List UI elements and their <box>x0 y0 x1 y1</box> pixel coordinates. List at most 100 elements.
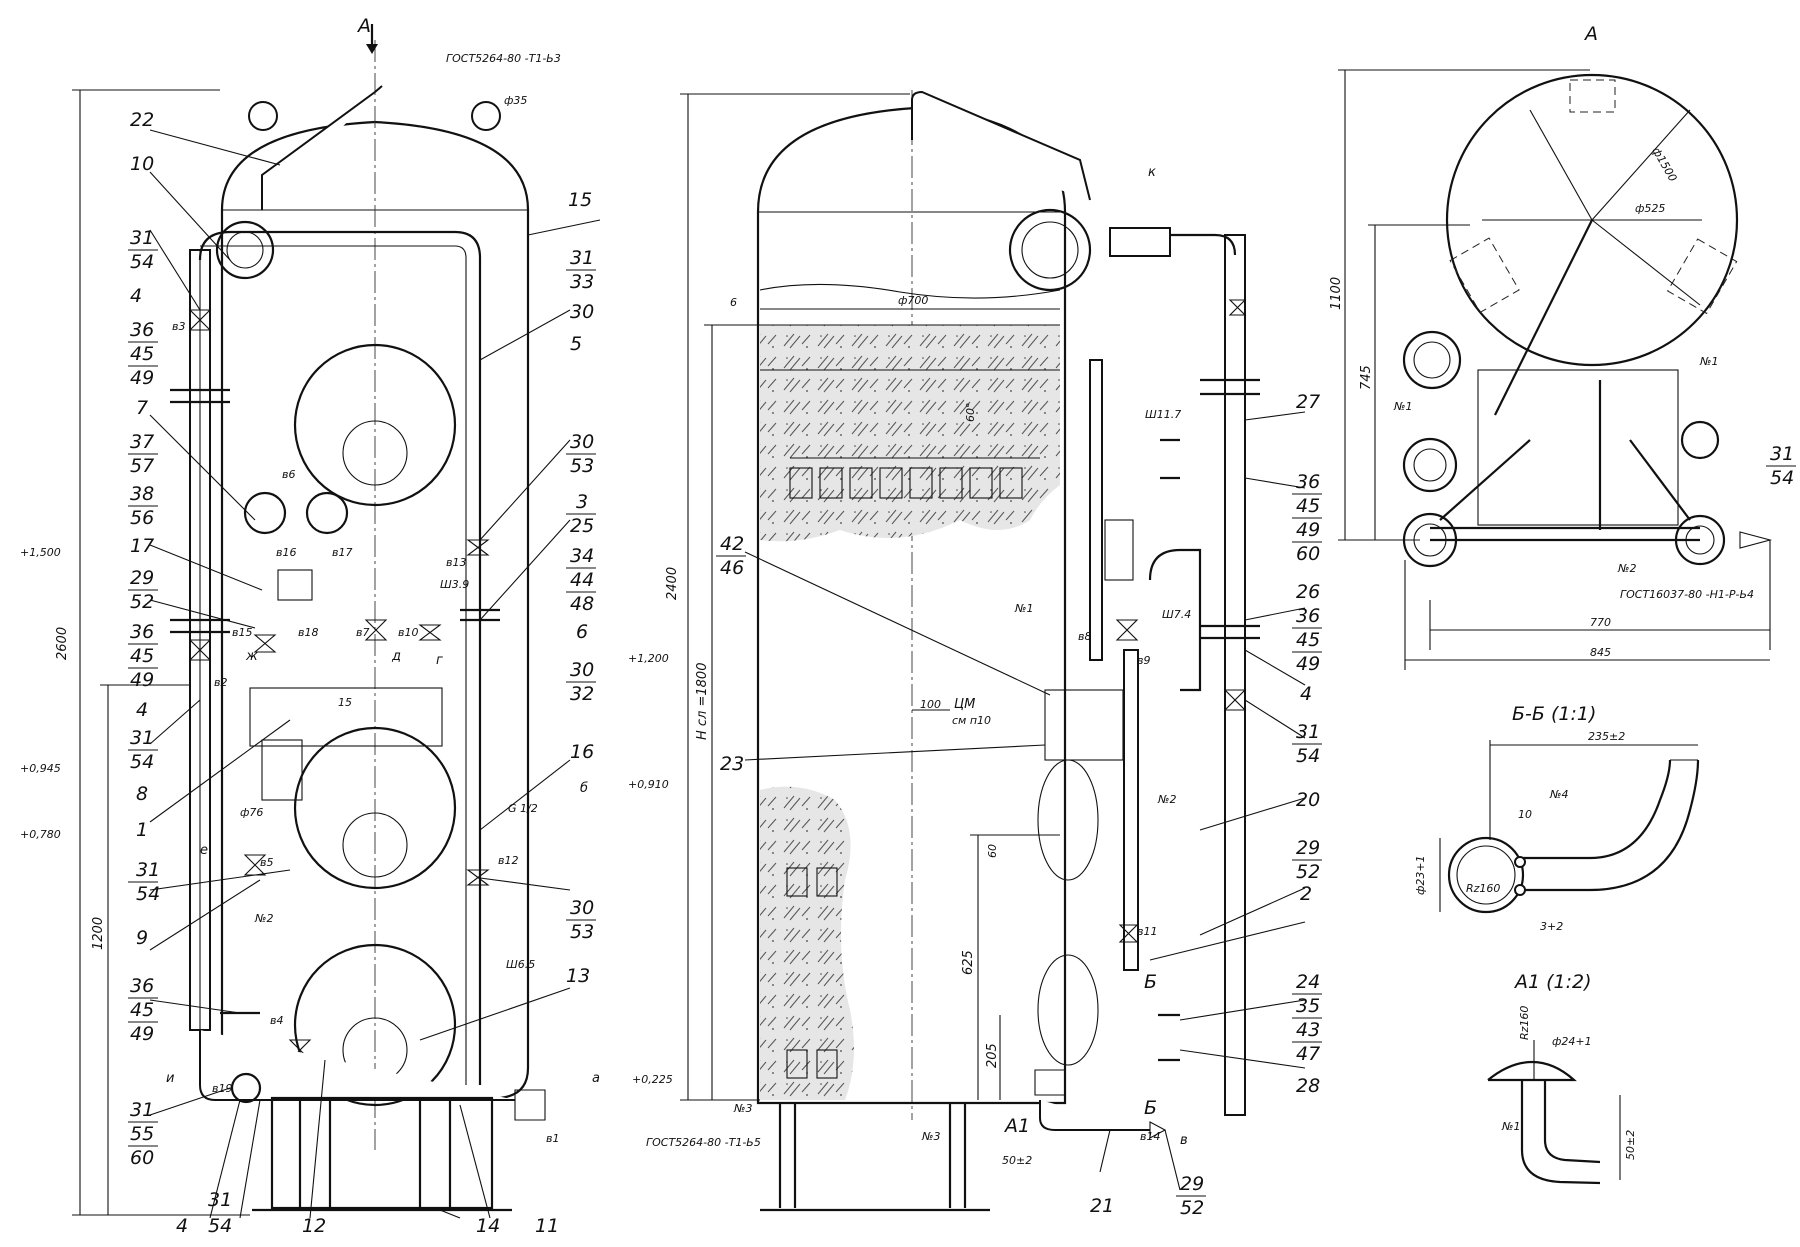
pos: 4 <box>1300 683 1312 705</box>
section-letter: и <box>166 1071 174 1086</box>
pos: 54 <box>136 883 160 905</box>
weld-mark: №4 <box>1549 788 1568 801</box>
pos: 36 <box>130 975 154 997</box>
dim-60deg: 60° <box>964 403 977 423</box>
pos: 49 <box>130 1023 154 1045</box>
pos: 36 <box>130 621 154 643</box>
pos: 25 <box>570 515 594 537</box>
pos: 43 <box>1296 1019 1320 1041</box>
section-letter: г <box>436 653 443 668</box>
dim-f700: ф700 <box>898 294 928 307</box>
pos: 4 <box>136 699 148 721</box>
pos: 38 <box>130 483 154 505</box>
dim-6: 6 <box>730 296 737 309</box>
level-mark: +0,945 <box>20 762 61 775</box>
weld-mark: №3 <box>921 1130 940 1143</box>
gost-label-2: ГОСТ5264-80 -Т1-Ь5 <box>646 1136 761 1149</box>
dim-rz160: Rz160 <box>1466 882 1500 895</box>
pos: 45 <box>1296 629 1320 651</box>
pos: 22 <box>130 109 154 131</box>
pos: 54 <box>1296 745 1320 767</box>
pos: 60 <box>130 1147 154 1169</box>
pos: 24 <box>1296 971 1320 993</box>
pos: 57 <box>130 455 154 477</box>
valve-tag: в8 <box>1078 630 1091 643</box>
weld-mark: №2 <box>1157 793 1176 806</box>
level-mark: +0,225 <box>632 1073 673 1086</box>
weld-mark: №2 <box>254 912 273 925</box>
dim-845: 845 <box>1590 646 1611 659</box>
pos: 31 <box>130 227 154 249</box>
dim-g12: G 1/2 <box>508 802 538 815</box>
dim-f1500: ф1500 <box>1649 145 1679 184</box>
pos: 45 <box>130 645 154 667</box>
section-letter: Б <box>1144 971 1157 993</box>
pos: 31 <box>1296 721 1320 743</box>
dim-205: 205 <box>985 1043 1000 1068</box>
valve-tag: в2 <box>214 676 227 689</box>
pos: 45 <box>130 343 154 365</box>
pos: 20 <box>1296 789 1320 811</box>
dim-cm-note: см п10 <box>952 714 991 727</box>
pos: 45 <box>1296 495 1320 517</box>
pos: 15 <box>568 189 592 211</box>
dim-sh117: Ш11.7 <box>1145 408 1181 421</box>
weld-mark: №1 <box>1014 602 1033 615</box>
dim-sh39: Ш3.9 <box>440 578 469 591</box>
section-letter: в <box>1180 1133 1188 1148</box>
pos: 42 <box>720 533 744 555</box>
top-view-a <box>1338 69 1773 670</box>
pos: 31 <box>130 1099 154 1121</box>
pos: 54 <box>1770 467 1794 489</box>
dim-770: 770 <box>1590 616 1611 629</box>
pos: 10 <box>130 153 154 175</box>
dim-10: 10 <box>1518 808 1532 821</box>
pos: 13 <box>566 965 590 987</box>
pos: 29 <box>130 567 154 589</box>
dim-235: 235±2 <box>1588 730 1625 743</box>
dim-sh65: Ш6.5 <box>506 958 535 971</box>
pos: 46 <box>720 557 744 579</box>
pos: 47 <box>1296 1043 1320 1065</box>
pos: 53 <box>570 921 594 943</box>
weld-mark: №1 <box>1699 355 1718 368</box>
pos: 12 <box>302 1215 326 1237</box>
pos: 52 <box>1180 1197 1204 1219</box>
section-bb-title: Б-Б (1:1) <box>1512 703 1596 725</box>
valve-tag: в6 <box>282 468 295 481</box>
pos: 6 <box>576 621 588 643</box>
view-a-label: A <box>356 15 371 37</box>
weld-mark: №2 <box>1617 562 1636 575</box>
pos: 49 <box>130 669 154 691</box>
level-mark: +1,500 <box>20 546 61 559</box>
pos: 36 <box>1296 605 1320 627</box>
pos: 2 <box>1300 883 1312 905</box>
valve-tag: в1 <box>546 1132 559 1145</box>
pos: 53 <box>570 455 594 477</box>
pos: 26 <box>1296 581 1320 603</box>
level-mark: +0,910 <box>628 778 669 791</box>
section-letter: а <box>592 1071 600 1086</box>
pos: 60 <box>1296 543 1320 565</box>
dim-f76: ф76 <box>240 806 263 819</box>
dim-f525: ф525 <box>1635 202 1665 215</box>
pos: 30 <box>570 897 594 919</box>
pos: 55 <box>130 1123 154 1145</box>
dim-2400: 2400 <box>665 567 680 600</box>
pos: 31 <box>1770 443 1794 465</box>
pos: 52 <box>1296 861 1320 883</box>
callout-underlines <box>128 249 1796 1197</box>
dim-f35: ф35 <box>504 94 527 107</box>
valve-tag: в14 <box>1140 1130 1160 1143</box>
pos: 31 <box>130 727 154 749</box>
valve-tag: в16 <box>276 546 296 559</box>
dim-745: 745 <box>1359 365 1374 390</box>
pos: 23 <box>720 753 744 775</box>
section-bb <box>1439 740 1700 914</box>
pos: 27 <box>1296 391 1320 413</box>
dim-f24: ф24+1 <box>1552 1035 1592 1048</box>
pos: 29 <box>1180 1173 1204 1195</box>
dim-625: 625 <box>961 950 976 975</box>
